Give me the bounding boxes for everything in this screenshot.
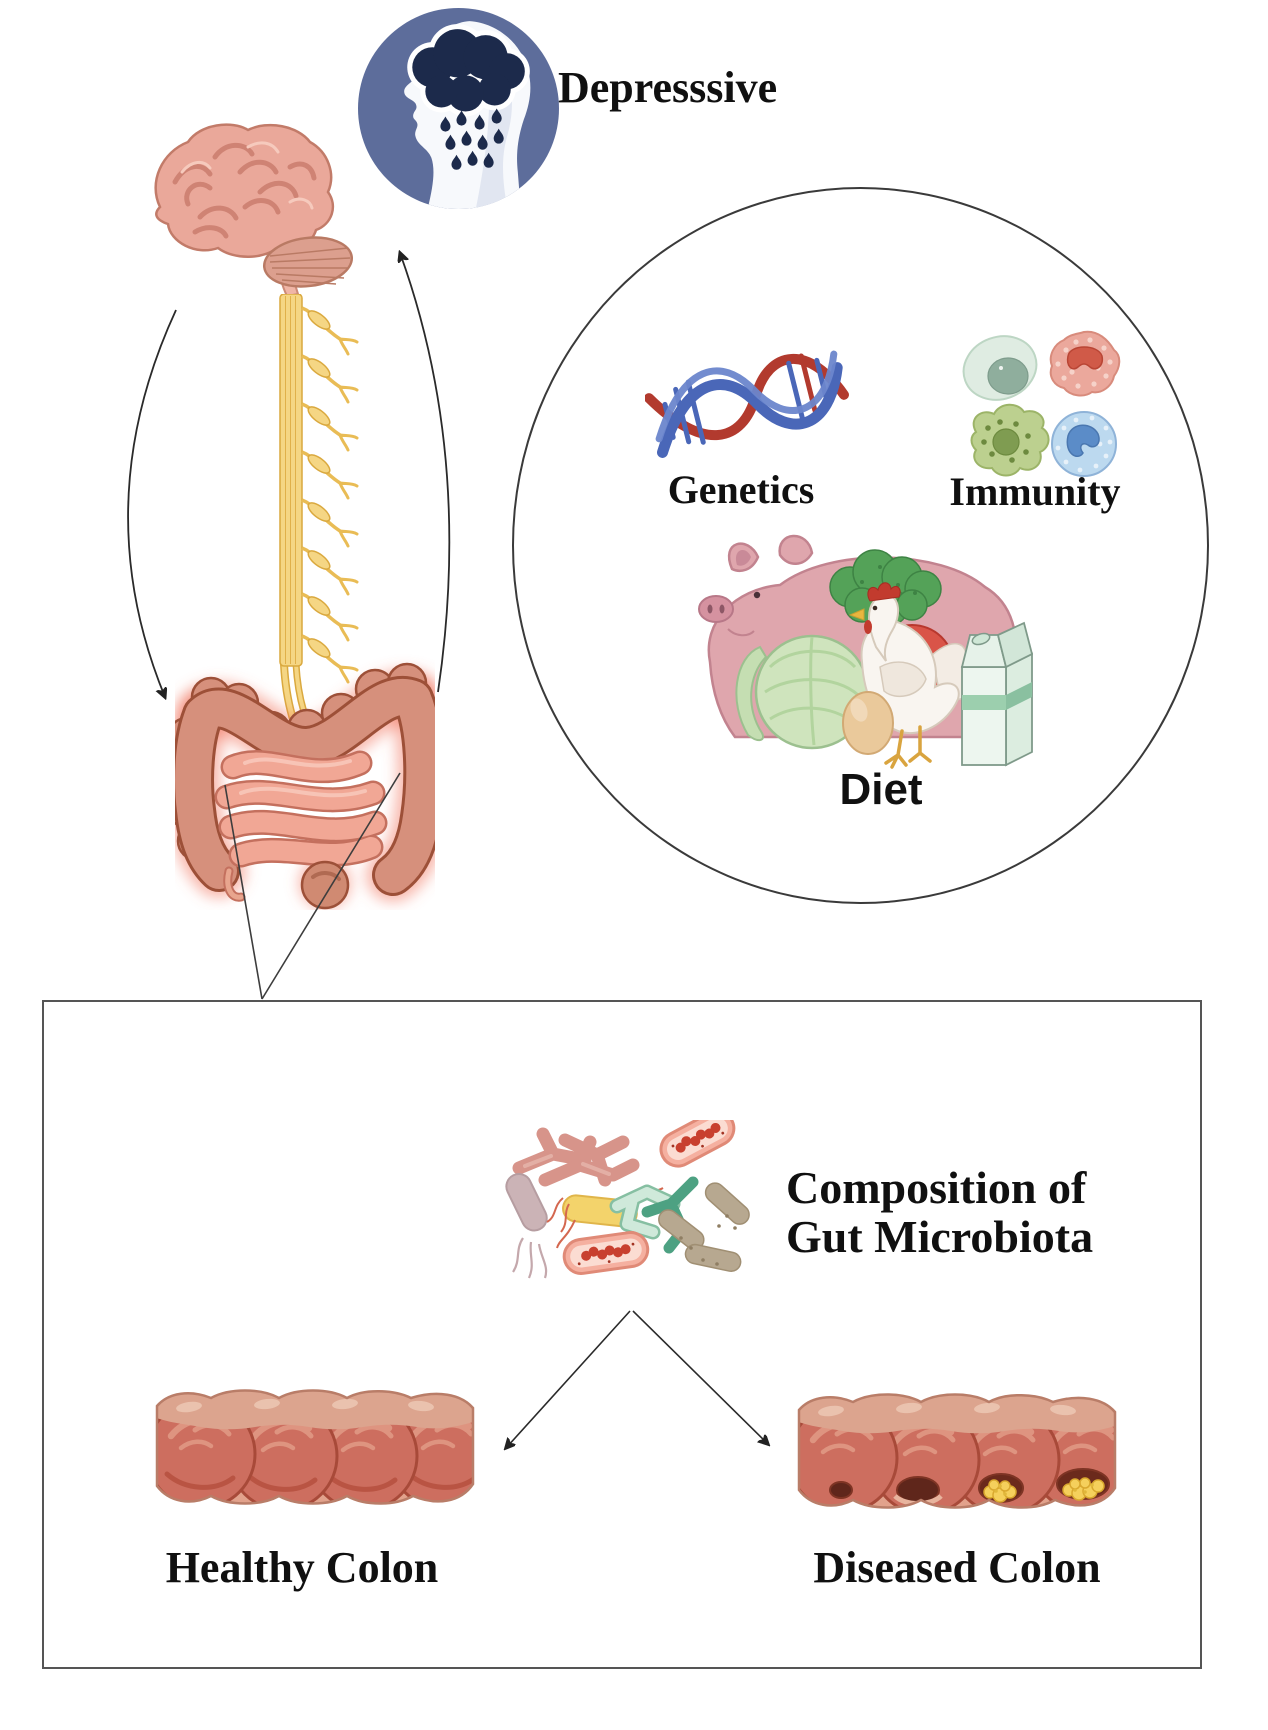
cerebellum <box>262 236 354 288</box>
microbiota-icon <box>505 1109 755 1295</box>
capsule-bacterium-top <box>659 1109 736 1168</box>
ulcer-4-deposit <box>1056 1468 1110 1501</box>
factors-circle <box>512 187 1209 904</box>
dna-icon <box>643 323 850 485</box>
composition-label-line1: Composition of <box>786 1162 1087 1213</box>
depressive-label: Depresssive <box>558 63 778 112</box>
macrophage-cell <box>970 403 1050 477</box>
chicken-wing <box>879 661 927 698</box>
diseased-colon-label: Diseased Colon <box>813 1543 1101 1592</box>
chicken-wattle <box>864 620 872 634</box>
healthy-colon-label: Healthy Colon <box>165 1543 439 1592</box>
arrow-gut-to-brain <box>400 253 451 693</box>
chicken-beak <box>848 608 865 621</box>
egg <box>842 691 894 755</box>
tan-rod-bacteria <box>658 1182 750 1273</box>
diseased-colon-icon <box>797 1384 1117 1516</box>
composition-label: Composition of Gut Microbiota <box>786 1163 1116 1261</box>
eosinophil-cell <box>1049 330 1121 397</box>
neutrophil-cell <box>1051 411 1117 477</box>
teal-branched-bacteria <box>641 1176 699 1254</box>
gut-icon <box>162 645 452 910</box>
diet-icon <box>640 527 1040 799</box>
diet-label: Diet <box>839 765 923 814</box>
composition-label-line2: Gut Microbiota <box>786 1211 1094 1262</box>
ulcer-2 <box>893 1476 943 1506</box>
lymphocyte-cell <box>962 335 1038 401</box>
mint-branched-bacteria <box>609 1184 681 1240</box>
ulcer-3-deposit <box>978 1473 1024 1503</box>
capsule-bacterium-bottom <box>562 1231 650 1275</box>
mauve-rod-bacterium <box>505 1172 548 1279</box>
rectum <box>300 860 350 910</box>
small-intestine <box>214 750 388 868</box>
immune-cells-icon <box>956 324 1128 488</box>
rain-cloud-icon <box>407 24 530 117</box>
chicken-head <box>868 594 900 662</box>
healthy-colon-icon <box>155 1380 475 1512</box>
chicken-comb <box>867 582 901 602</box>
depressed-head-icon <box>357 7 560 210</box>
ulcer-1 <box>829 1481 853 1499</box>
pink-branched-bacteria <box>512 1127 640 1187</box>
milk-carton <box>960 621 1034 767</box>
arrow-brain-to-gut <box>127 309 177 697</box>
immunity-label: Immunity <box>949 469 1121 514</box>
genetics-label: Genetics <box>667 467 815 512</box>
brain-icon <box>140 112 370 302</box>
